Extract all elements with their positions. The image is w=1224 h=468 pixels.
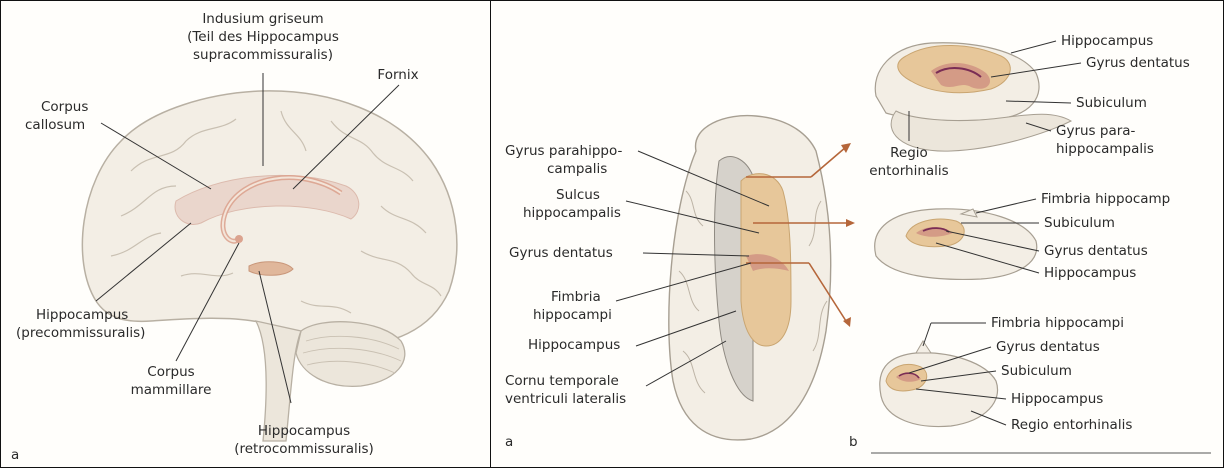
label-fornix: Fornix — [377, 67, 418, 83]
label-bot-subiculum: Subiculum — [1001, 363, 1072, 379]
label-fimbria-1: Fimbria — [551, 289, 601, 305]
corpus-mammillare-shape — [235, 235, 243, 243]
label-cornu-2: ventriculi lateralis — [505, 391, 626, 407]
label-bot-regio: Regio entorhinalis — [1011, 417, 1132, 433]
label-hippo-retro-2: (retrocommissuralis) — [234, 441, 374, 457]
label-gyrus-parahippo-1: Gyrus parahippo- — [505, 143, 623, 159]
label-top-regio-1: Regio — [890, 145, 928, 161]
panel-a-brain-medial-view: Indusium griseum (Teil des Hippocampus s… — [0, 0, 491, 468]
label-mid-gyrus-dentatus: Gyrus dentatus — [1044, 243, 1148, 259]
label-corpus-mamm-1: Corpus — [147, 364, 194, 380]
label-fimbria-2: hippocampi — [533, 307, 612, 323]
section-top — [875, 43, 1071, 151]
cerebrum-outline — [82, 91, 456, 346]
label-sulcus-1: Sulcus — [556, 187, 600, 203]
panel-a-diagram: Indusium griseum (Teil des Hippocampus s… — [1, 1, 491, 468]
label-hippo-pre-1: Hippocampus — [36, 307, 128, 323]
label-indusium-3: supracommissuralis) — [193, 47, 333, 63]
panel-letter-a: a — [11, 447, 19, 463]
label-corpus-mamm-2: mammillare — [131, 382, 212, 398]
label-bot-fimbria: Fimbria hippocampi — [991, 315, 1124, 331]
label-top-subiculum: Subiculum — [1076, 95, 1147, 111]
label-hippocampus: Hippocampus — [528, 337, 620, 353]
label-corpus-callosum-2: callosum — [25, 117, 85, 133]
label-mid-hippocampus: Hippocampus — [1044, 265, 1136, 281]
label-top-gyrus-dentatus: Gyrus dentatus — [1086, 55, 1190, 71]
label-top-gyrus-para-2: hippocampalis — [1056, 141, 1154, 157]
label-mid-subiculum: Subiculum — [1044, 215, 1115, 231]
label-top-gyrus-para-1: Gyrus para- — [1056, 123, 1136, 139]
label-top-hippocampus: Hippocampus — [1061, 33, 1153, 49]
label-bot-gyrus-dentatus: Gyrus dentatus — [996, 339, 1100, 355]
label-gyrus-dentatus: Gyrus dentatus — [509, 245, 613, 261]
panel-b-diagram: Gyrus parahippo- campalis Sulcus hippoca… — [491, 1, 1224, 468]
label-top-regio-2: entorhinalis — [869, 163, 948, 179]
label-sulcus-2: hippocampalis — [523, 205, 621, 221]
panel-letter-b-b: b — [849, 434, 858, 450]
label-mid-fimbria: Fimbria hippocamp — [1041, 191, 1170, 207]
label-gyrus-parahippo-2: campalis — [547, 161, 607, 177]
label-indusium-2: (Teil des Hippocampus — [187, 29, 339, 45]
label-hippo-retro-1: Hippocampus — [258, 423, 350, 439]
label-bot-hippocampus: Hippocampus — [1011, 391, 1103, 407]
label-cornu-1: Cornu temporale — [505, 373, 619, 389]
panel-b-hippocampus-sections: Gyrus parahippo- campalis Sulcus hippoca… — [491, 0, 1224, 468]
label-corpus-callosum-1: Corpus — [41, 99, 88, 115]
label-indusium-1: Indusium griseum — [202, 11, 323, 27]
label-hippo-pre-2: (precommissuralis) — [16, 325, 145, 341]
cerebellum — [296, 322, 405, 387]
section-mid — [875, 209, 1037, 280]
panel-letter-b-a: a — [505, 434, 513, 450]
section-bottom — [880, 341, 998, 427]
